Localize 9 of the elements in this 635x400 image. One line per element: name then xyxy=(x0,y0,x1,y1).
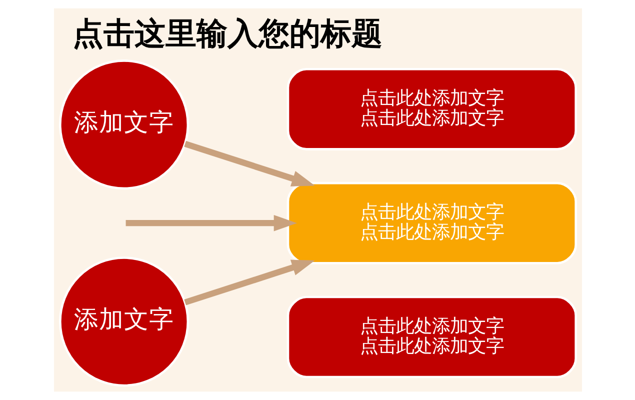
arrow xyxy=(184,140,314,186)
node-box: 点击此处添加文字 点击此处添加文字 xyxy=(286,296,576,378)
node-circle: 添加文字 xyxy=(58,60,189,190)
node-circle: 添加文字 xyxy=(58,256,189,387)
node-box: 点击此处添加文字 点击此处添加文字 xyxy=(286,182,576,264)
node-box: 点击此处添加文字 点击此处添加文字 xyxy=(286,68,576,150)
arrow xyxy=(125,214,296,232)
arrow xyxy=(184,260,314,306)
diagram-title: 点击这里输入您的标题 xyxy=(72,16,382,52)
